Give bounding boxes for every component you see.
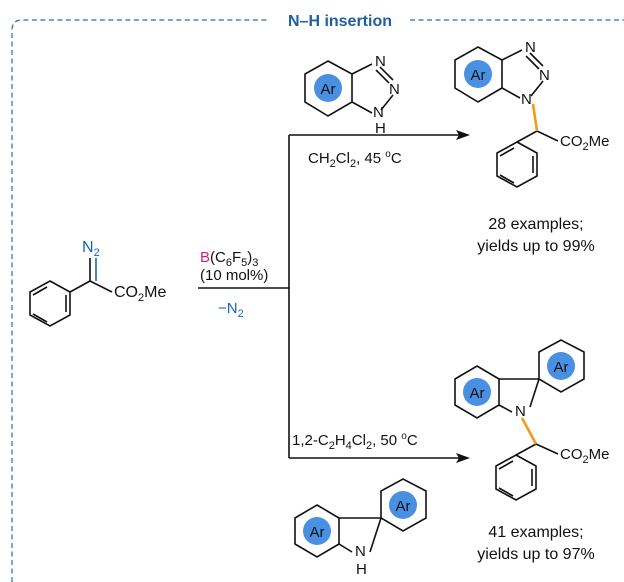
svg-text:1,2-C2H4Cl2, 50 oC: 1,2-C2H4Cl2, 50 oC [292, 431, 418, 452]
bottom-cond-sub: 2 [366, 440, 372, 452]
n-atom: N [389, 81, 400, 98]
top-arrowhead [456, 130, 470, 140]
bottom-cond-unit: C [407, 432, 418, 449]
n-atom: N [539, 67, 550, 84]
catalyst-loading: (10 mol%) [200, 267, 268, 284]
carbazole-product: Ar Ar N CO2Me [454, 339, 609, 501]
section-title: N–H insertion [288, 13, 392, 30]
bottom-cond-c: 1,2-C [292, 432, 329, 449]
h-atom: H [356, 561, 367, 578]
catalyst-sub-5: 5 [241, 257, 247, 269]
top-cond-degree: o [385, 149, 391, 160]
svg-text:CO2Me: CO2Me [114, 284, 166, 304]
top-cond-sub: 2 [350, 158, 356, 170]
catalyst-ligand-close: ) [247, 249, 252, 266]
svg-text:CO2Me: CO2Me [560, 133, 609, 153]
new-cn-bond [531, 103, 539, 132]
triazole-product: Ar N N N CO2Me [454, 39, 609, 188]
n-atom: N [355, 543, 366, 560]
reaction-arrows [198, 134, 460, 459]
bottom-cond-degree: o [401, 431, 407, 442]
bottom-cond-sub: 2 [329, 440, 335, 452]
ester-co: CO [114, 284, 138, 301]
n-atom: N [375, 53, 386, 70]
catalyst-sub-3: 3 [252, 257, 258, 269]
bottom-examples: 41 examples; [488, 524, 583, 541]
ester-co-sub: 2 [138, 292, 144, 304]
svg-text:CO2Me: CO2Me [560, 446, 609, 466]
byproduct-n2-sub: 2 [238, 308, 244, 320]
diazo-n: N [82, 239, 94, 256]
svg-text:B(C6F5)3: B(C6F5)3 [200, 249, 258, 269]
top-cond-cl: Cl [336, 150, 350, 167]
svg-text:N2: N2 [82, 239, 100, 259]
product-me: Me [589, 133, 610, 150]
product-co: CO [560, 133, 583, 150]
svg-text:−N2: −N2 [218, 300, 244, 320]
top-examples: 28 examples; [488, 216, 583, 233]
bottom-arrowhead [456, 453, 470, 463]
top-cond-sub: 2 [330, 158, 336, 170]
n-atom: N [525, 39, 536, 56]
top-yields: yields up to 99% [477, 238, 594, 255]
catalyst-ligand-f: F [232, 249, 241, 266]
bottom-cond-cl: Cl [352, 432, 366, 449]
product-co: CO [560, 446, 583, 463]
n-atom: N [515, 403, 526, 420]
bottom-yields: yields up to 97% [477, 546, 594, 563]
dashed-frame [11, 19, 624, 582]
ar-label: Ar [554, 359, 569, 376]
ester-me: Me [144, 284, 166, 301]
diazo-n-sub: 2 [94, 247, 100, 259]
top-cond-ch: CH [308, 150, 330, 167]
product-co-sub: 2 [583, 141, 589, 153]
starting-diazo-ester [29, 258, 113, 327]
bottom-cond-temp: , 50 [372, 432, 401, 449]
bottom-cond-sub: 4 [346, 440, 352, 452]
carbazole-reagent: Ar Ar N H [294, 478, 427, 578]
ar-label: Ar [470, 385, 485, 402]
catalyst-boron: B [200, 249, 210, 266]
product-co-sub: 2 [583, 454, 589, 466]
svg-text:CH2Cl2, 45 oC: CH2Cl2, 45 oC [308, 149, 402, 170]
ar-label: Ar [321, 81, 336, 98]
byproduct-n2: −N [218, 300, 238, 317]
new-cn-bond [520, 417, 538, 445]
ar-label: Ar [471, 67, 486, 84]
n-atom: N [373, 104, 384, 121]
bottom-cond-h: H [335, 432, 346, 449]
catalyst-sub-6: 6 [226, 257, 232, 269]
top-cond-unit: C [391, 150, 402, 167]
ar-label: Ar [310, 524, 325, 541]
h-atom: H [375, 120, 386, 137]
top-cond-temp: , 45 [356, 150, 385, 167]
product-me: Me [589, 446, 610, 463]
n-atom: N [521, 91, 532, 108]
ar-label: Ar [396, 498, 411, 515]
catalyst-ligand-open: (C [210, 249, 226, 266]
triazole-reagent: Ar N N N H [304, 53, 400, 137]
